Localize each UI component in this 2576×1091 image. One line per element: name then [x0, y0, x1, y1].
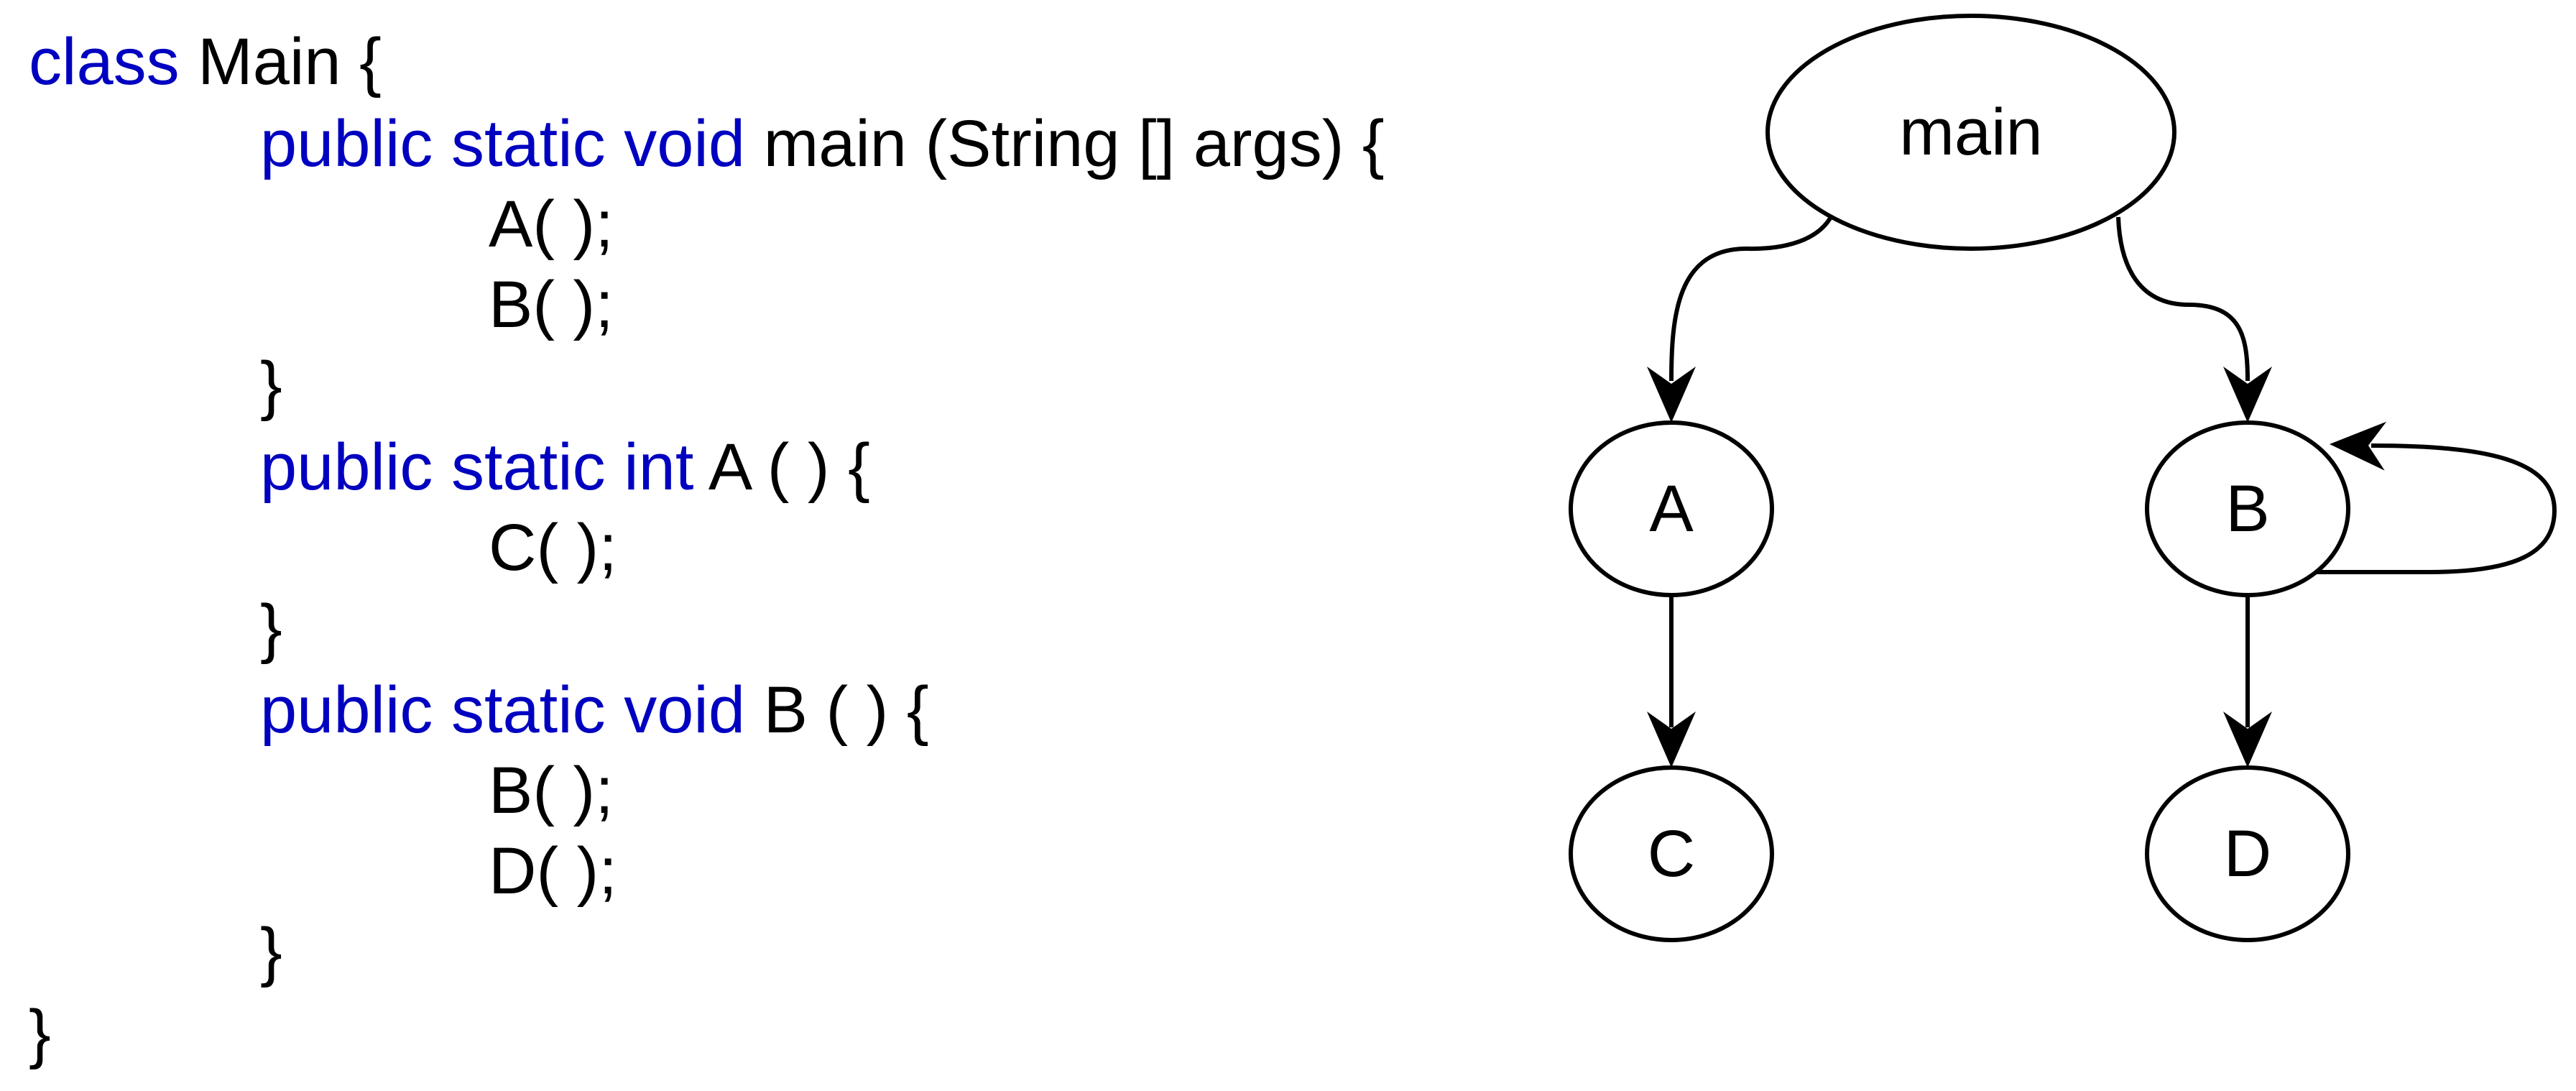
edge-b-to-b	[2317, 421, 2557, 575]
code-text: }	[29, 997, 51, 1070]
node-ellipse	[2145, 765, 2350, 942]
code-text: Main {	[198, 25, 382, 98]
node-ellipse	[1765, 14, 2176, 251]
node-label: C	[1648, 817, 1695, 890]
code-keyword: public static int	[260, 431, 708, 504]
code-line: C( );	[489, 515, 617, 581]
node-label: main	[1899, 96, 2042, 169]
code-keyword: public static void	[260, 673, 764, 747]
edge-line	[2116, 216, 2250, 382]
code-line: }	[29, 1000, 51, 1067]
code-text: }	[260, 591, 282, 665]
code-line: }	[260, 352, 282, 418]
code-text: B( );	[489, 754, 614, 827]
code-text: }	[260, 915, 282, 988]
code-line: A( );	[489, 191, 614, 257]
node-ellipse	[1569, 765, 1774, 942]
graph-node-b: B	[2145, 420, 2350, 597]
graph-node-main: main	[1765, 14, 2176, 251]
arrowhead	[1647, 712, 1696, 768]
graph-node-a: A	[1569, 420, 1774, 597]
arrowhead	[1647, 367, 1696, 423]
code-line: public static void B ( ) {	[260, 677, 929, 743]
code-line: }	[260, 595, 282, 661]
code-text: A( );	[489, 188, 614, 261]
arrowhead	[2330, 421, 2387, 471]
node-ellipse	[2145, 420, 2350, 597]
edge-b-to-d	[2223, 595, 2272, 768]
node-label: B	[2225, 472, 2269, 546]
code-text: C( );	[489, 511, 617, 584]
code-line: class Main {	[29, 29, 382, 95]
code-line: B( );	[489, 272, 614, 338]
edge-line	[2317, 443, 2557, 575]
graph-edges	[1647, 216, 2557, 768]
code-text: }	[260, 349, 282, 422]
code-listing: class Main { public static void main (Str…	[29, 29, 1385, 1067]
arrowhead	[2223, 712, 2272, 768]
code-text: A ( ) {	[708, 431, 870, 504]
code-text: D( );	[489, 834, 617, 908]
code-text: main (String [] args) {	[763, 107, 1385, 180]
edge-main-to-b	[2116, 216, 2272, 423]
code-text: B( );	[489, 268, 614, 341]
node-ellipse	[1569, 420, 1774, 597]
code-line: B( );	[489, 758, 614, 824]
code-text: B ( ) {	[763, 673, 929, 747]
graph-node-d: D	[2145, 765, 2350, 942]
code-line: D( );	[489, 838, 617, 904]
code-keyword: public static void	[260, 107, 764, 180]
code-line: public static void main (String [] args)…	[260, 111, 1385, 177]
node-label: D	[2224, 817, 2271, 890]
code-line: }	[260, 919, 282, 985]
code-line: public static int A ( ) {	[260, 434, 870, 500]
node-label: A	[1649, 472, 1694, 546]
graph-node-c: C	[1569, 765, 1774, 942]
edge-a-to-c	[1647, 595, 1696, 768]
edge-line	[1669, 216, 1833, 382]
edge-main-to-a	[1647, 216, 1833, 423]
code-keyword: class	[29, 25, 198, 98]
arrowhead	[2223, 367, 2272, 423]
